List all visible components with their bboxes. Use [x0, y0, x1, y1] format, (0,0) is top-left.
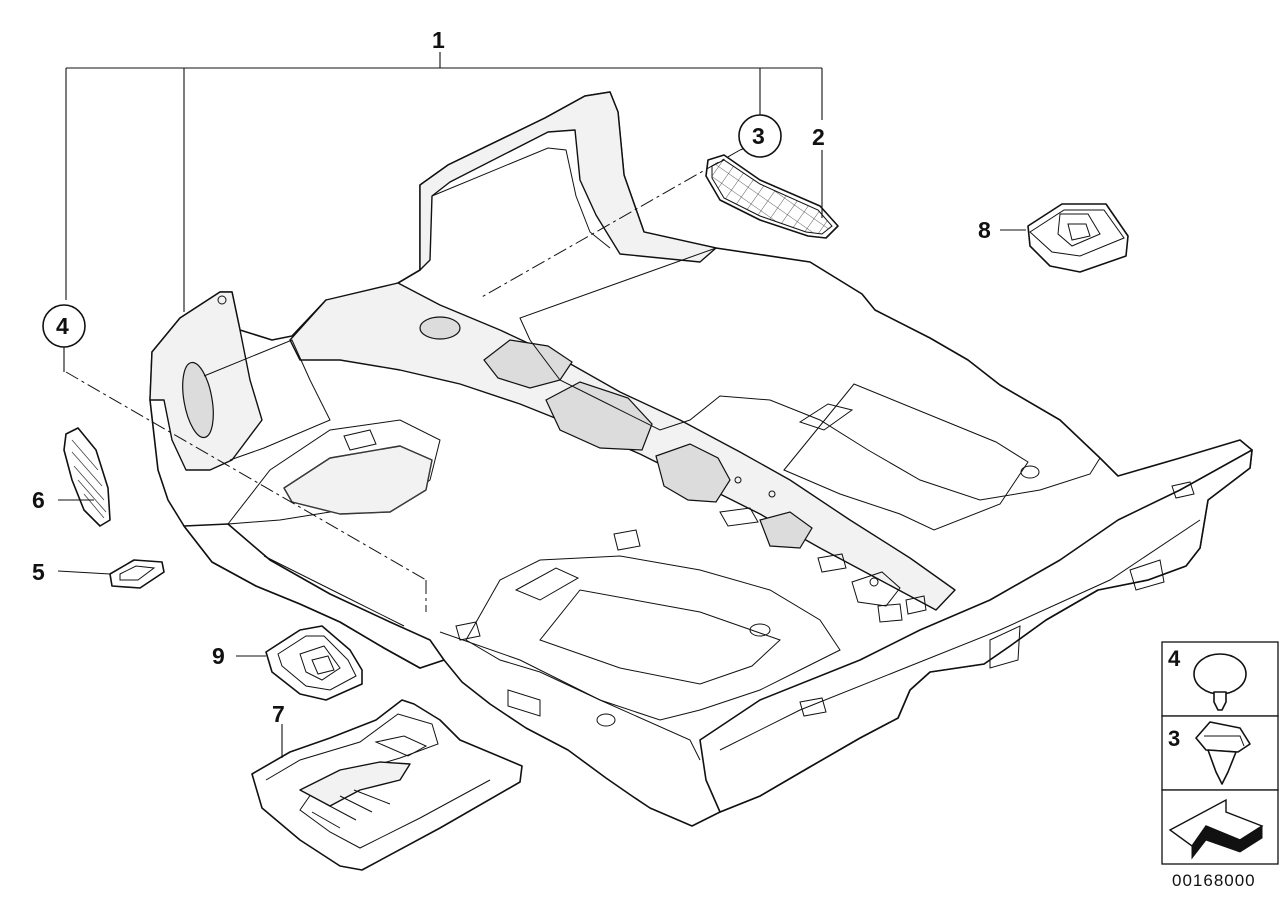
diagram-number: 00168000 [1172, 871, 1256, 890]
clip-shank-icon [1213, 691, 1227, 711]
callout-9: 9 [212, 643, 225, 669]
legend-item-3: 3 [1161, 715, 1279, 791]
callout-3: 3 [752, 123, 765, 149]
clip-head-icon [1193, 653, 1247, 695]
part-8-cover [1027, 203, 1129, 273]
callout-1-leaders [65, 52, 823, 312]
callout-3-circle: 3 [738, 114, 782, 158]
callout-8: 8 [978, 217, 991, 243]
floor-carpet [149, 91, 1253, 827]
callout-2: 2 [812, 124, 825, 150]
push-clip-shank-icon [1207, 749, 1237, 785]
push-clip-head-icon [1195, 721, 1251, 753]
legend-item-4-label: 4 [1168, 646, 1181, 671]
part-3-mesh-net [705, 154, 839, 239]
callout-5: 5 [32, 559, 45, 585]
callout-1: 1 [432, 27, 445, 53]
legend-item-4: 4 [1161, 641, 1279, 717]
part-7-tray [251, 699, 523, 871]
legend-item-3-label: 3 [1168, 726, 1180, 751]
callout-4: 4 [56, 313, 69, 339]
part-5-grommet [109, 559, 165, 589]
part-6-side-pad [63, 427, 111, 527]
callout-6: 6 [32, 487, 45, 513]
legend-direction-arrow [1161, 789, 1279, 865]
callout-7: 7 [272, 701, 285, 727]
part-9-cover [265, 625, 363, 701]
callout-4-circle: 4 [42, 304, 86, 348]
